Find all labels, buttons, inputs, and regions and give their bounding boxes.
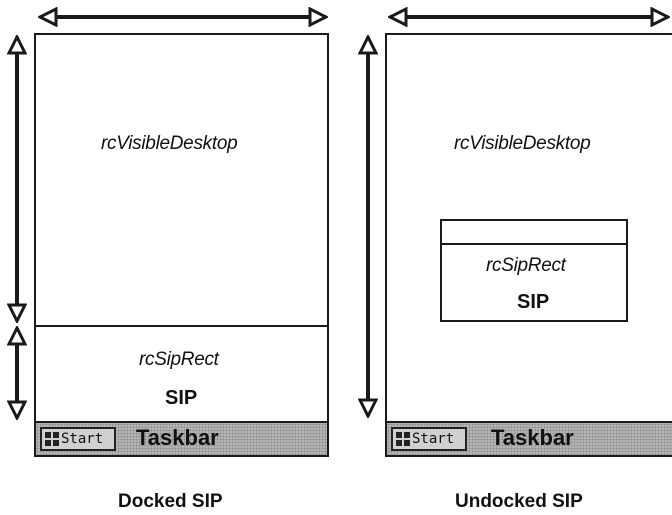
windows-logo-icon [45, 432, 59, 446]
docked-taskbar-label: Taskbar [136, 425, 219, 450]
windows-logo-icon [396, 432, 410, 446]
undocked-start-button[interactable]: Start [391, 427, 467, 451]
docked-sip-top-border [36, 325, 327, 327]
undocked-sip-label: SIP [517, 291, 550, 313]
undocked-start-label: Start [412, 431, 455, 447]
docked-visible-desktop-label: rcVisibleDesktop [101, 133, 238, 154]
undocked-screen: rcVisibleDesktop rcSipRect SIP Start Tas… [385, 33, 672, 457]
docked-start-label: Start [61, 431, 104, 447]
docked-start-button[interactable]: Start [40, 427, 116, 451]
docked-caption: Docked SIP [118, 491, 223, 512]
undocked-sip-rect-label: rcSipRect [486, 255, 566, 276]
undocked-taskbar: Start Taskbar [387, 421, 672, 455]
docked-sip-label: SIP [165, 387, 198, 409]
undocked-taskbar-label: Taskbar [491, 425, 574, 450]
undocked-visible-desktop-label: rcVisibleDesktop [454, 133, 591, 154]
docked-sip-rect-label: rcSipRect [139, 349, 219, 370]
docked-screen: rcVisibleDesktop rcSipRect SIP Start Tas… [34, 33, 329, 457]
undocked-sip-title-bar[interactable] [442, 221, 626, 245]
undocked-caption: Undocked SIP [455, 491, 583, 512]
docked-taskbar: Start Taskbar [36, 421, 327, 455]
undocked-sip-window: rcSipRect SIP [440, 219, 628, 322]
